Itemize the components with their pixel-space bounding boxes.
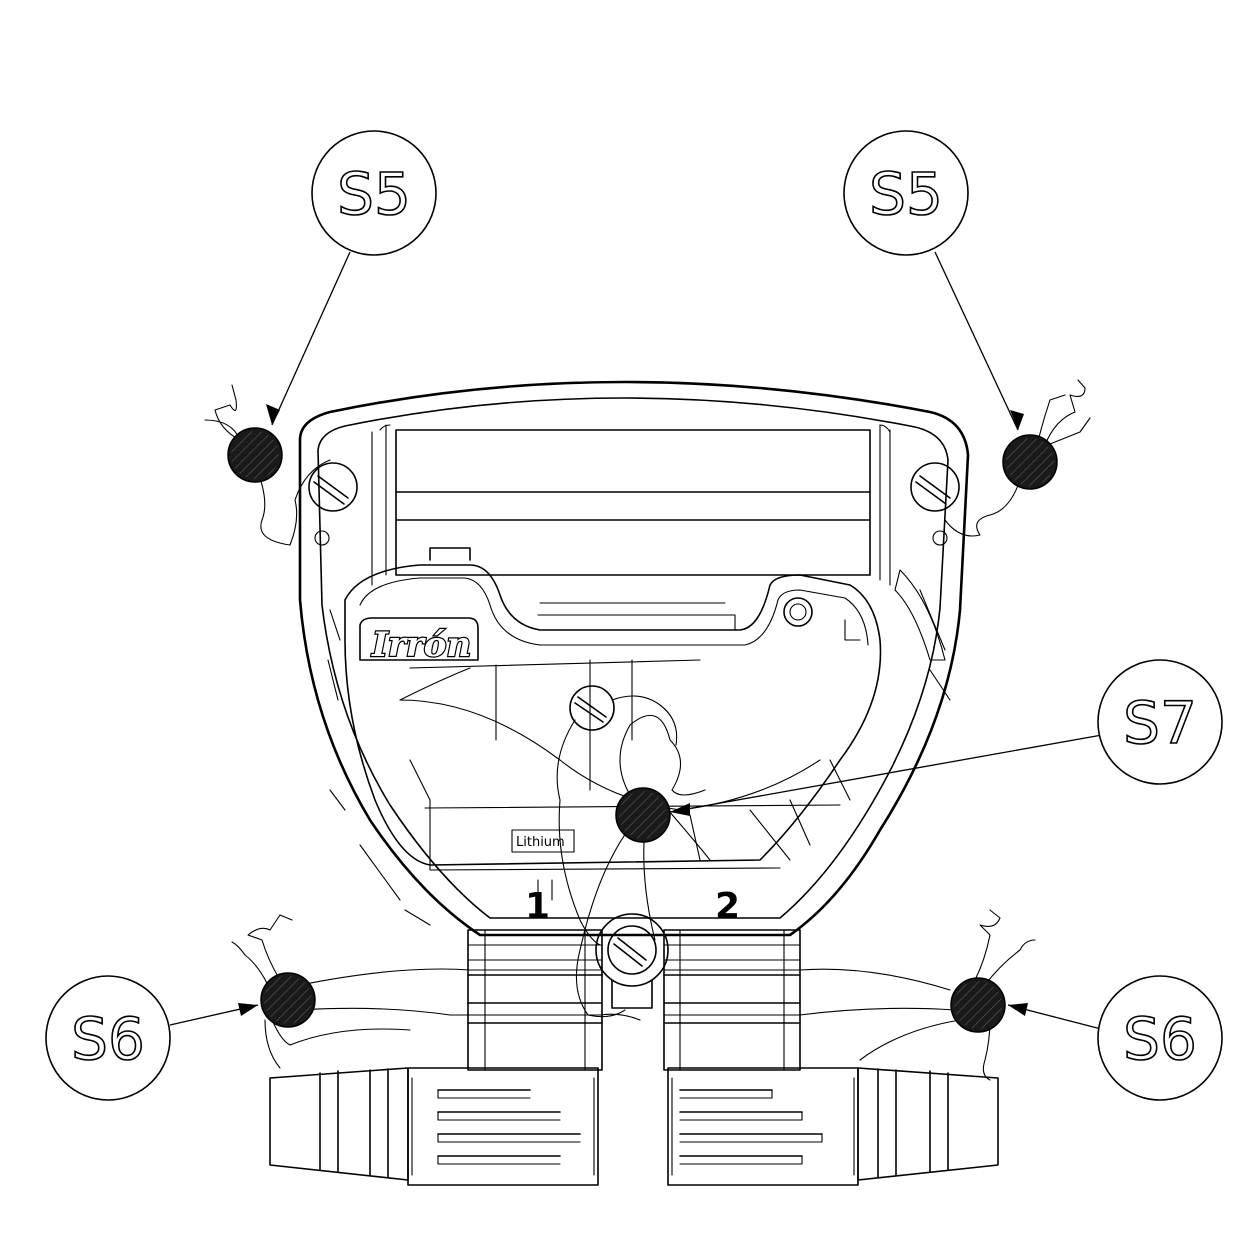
callout-s6-left: S6 bbox=[45, 975, 171, 1101]
callout-s5-left: S5 bbox=[311, 130, 437, 256]
controller-housing bbox=[298, 380, 970, 937]
screw-top-left bbox=[308, 462, 358, 546]
battery-label: Lithium bbox=[511, 829, 575, 853]
callout-s6-right: S6 bbox=[1097, 975, 1223, 1101]
battery-label-text: Lithium bbox=[516, 835, 565, 850]
callout-s5-right-text: S5 bbox=[869, 160, 943, 228]
leader-lines bbox=[169, 251, 1106, 1031]
callout-s6-left-text: S6 bbox=[71, 1005, 145, 1073]
port-2-label: 2 bbox=[715, 886, 740, 927]
screw-center bbox=[569, 685, 615, 731]
seal-s5-right bbox=[1002, 434, 1058, 490]
callout-s5-left-text: S5 bbox=[337, 160, 411, 228]
right-port-collar bbox=[663, 929, 801, 1071]
callout-s7-text: S7 bbox=[1123, 689, 1197, 757]
seal-wires bbox=[204, 379, 1091, 1081]
seal-s7 bbox=[615, 787, 671, 843]
seal-s6-left bbox=[260, 972, 316, 1028]
reset-button bbox=[783, 597, 813, 627]
callout-s7: S7 bbox=[1097, 659, 1223, 785]
brand-logo: Irrón bbox=[371, 625, 471, 665]
screw-top-right bbox=[910, 462, 960, 546]
callout-s5-right: S5 bbox=[843, 130, 969, 256]
right-connector bbox=[667, 1067, 999, 1186]
seal-s6-right bbox=[950, 977, 1006, 1033]
left-connector bbox=[269, 1067, 599, 1186]
battery-cover: Irrón Lithium bbox=[344, 547, 882, 871]
brand-badge: Irrón bbox=[359, 617, 479, 666]
callout-s6-right-text: S6 bbox=[1123, 1005, 1197, 1073]
screw-bottom bbox=[595, 913, 669, 1009]
seal-s5-left bbox=[227, 427, 283, 483]
left-port-collar bbox=[467, 929, 603, 1071]
